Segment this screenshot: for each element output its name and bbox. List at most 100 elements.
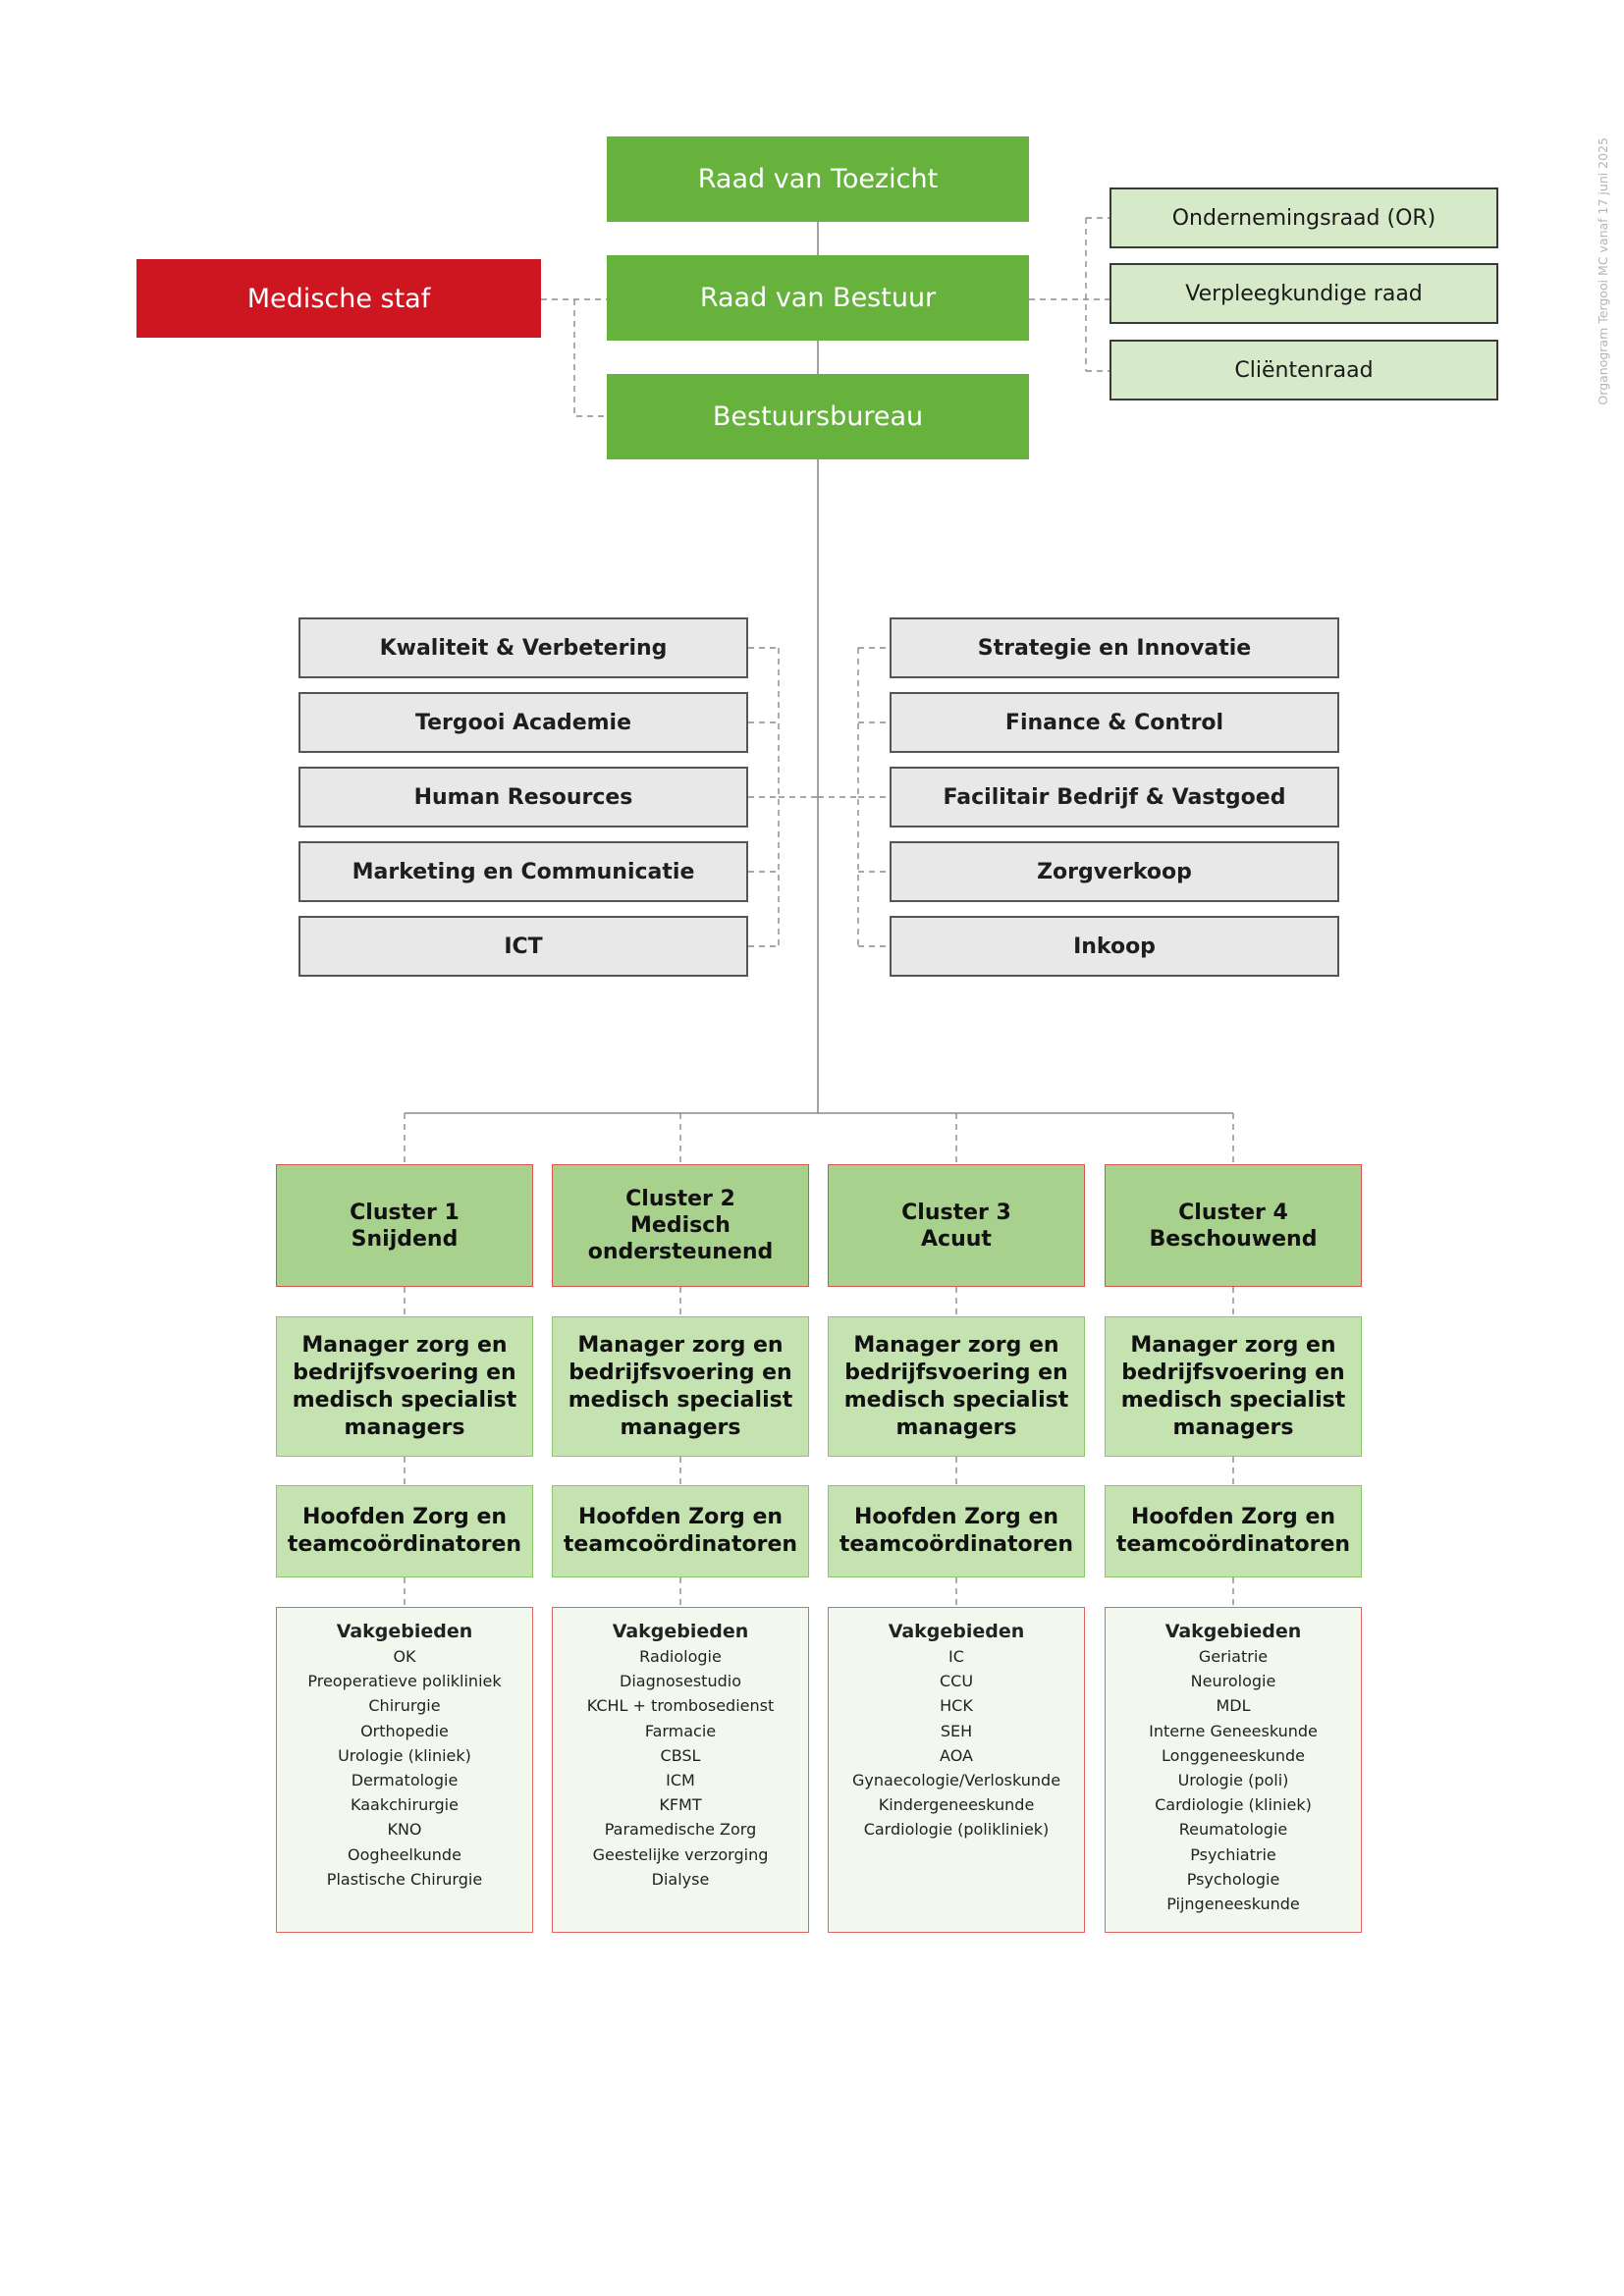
vakgebieden-title: Vakgebieden bbox=[612, 1621, 749, 1642]
staff-label: Inkoop bbox=[1073, 934, 1156, 959]
council-label: Verpleegkundige raad bbox=[1185, 281, 1423, 306]
vakgebied-item: Chirurgie bbox=[368, 1696, 441, 1716]
vakgebied-item: Reumatologie bbox=[1178, 1820, 1288, 1840]
hoofden-box: Hoofden Zorg en teamcoördinatoren bbox=[828, 1485, 1085, 1577]
hoofden-label: Hoofden Zorg en teamcoördinatoren bbox=[1115, 1505, 1351, 1557]
vakgebied-item: Geestelijke verzorging bbox=[592, 1844, 769, 1864]
vakgebied-item: Interne Geneeskunde bbox=[1149, 1721, 1318, 1740]
vakgebieden-title: Vakgebieden bbox=[888, 1621, 1025, 1642]
manager-box: Manager zorg en bedrijfsvoering en medis… bbox=[276, 1316, 533, 1457]
vakgebied-item: AOA bbox=[940, 1745, 973, 1765]
hoofden-box: Hoofden Zorg en teamcoördinatoren bbox=[1105, 1485, 1362, 1577]
bestuursbureau-label: Bestuursbureau bbox=[712, 401, 924, 432]
staff-label: Finance & Control bbox=[1004, 710, 1224, 735]
vakgebied-item: Gynaecologie/Verloskunde bbox=[851, 1771, 1061, 1790]
hoofden-label: Hoofden Zorg en teamcoördinatoren bbox=[287, 1505, 522, 1557]
vakgebied-item: ICM bbox=[666, 1771, 695, 1790]
staff-label: Strategie en Innovatie bbox=[977, 635, 1252, 661]
vakgebied-item: Oogheelkunde bbox=[348, 1844, 461, 1864]
vakgebied-item: Preoperatieve polikliniek bbox=[307, 1672, 502, 1691]
staff-label: Kwaliteit & Verbetering bbox=[379, 635, 668, 661]
vakgebied-item: Kaakchirurgie bbox=[351, 1795, 459, 1815]
raad-van-toezicht-label: Raad van Toezicht bbox=[697, 164, 939, 194]
raad-van-toezicht-box: Raad van Toezicht bbox=[607, 136, 1029, 222]
staff-label: Human Resources bbox=[413, 784, 633, 810]
medische-staf-label: Medische staf bbox=[246, 283, 431, 314]
vakgebied-item: CBSL bbox=[660, 1745, 701, 1765]
staff-box-left: ICT bbox=[298, 916, 748, 977]
bestuursbureau-box: Bestuursbureau bbox=[607, 374, 1029, 459]
vakgebied-item: OK bbox=[393, 1647, 416, 1666]
vakgebied-item: Urologie (poli) bbox=[1177, 1771, 1289, 1790]
vakgebied-item: Dialyse bbox=[651, 1869, 710, 1889]
staff-label: Zorgverkoop bbox=[1037, 859, 1192, 884]
staff-box-left: Tergooi Academie bbox=[298, 692, 748, 753]
vakgebied-item: KCHL + trombosedienst bbox=[586, 1696, 775, 1716]
vakgebied-item: Farmacie bbox=[644, 1721, 717, 1740]
vakgebied-item: Neurologie bbox=[1190, 1672, 1276, 1691]
vakgebied-item: KFMT bbox=[659, 1795, 702, 1815]
vakgebieden-box: Vakgebieden Geriatrie Neurologie MDL Int… bbox=[1105, 1607, 1362, 1933]
cluster-header: Cluster 2 Medisch ondersteunend bbox=[552, 1164, 809, 1287]
staff-label: Marketing en Communicatie bbox=[352, 859, 695, 884]
vakgebieden-box: Vakgebieden OK Preoperatieve polikliniek… bbox=[276, 1607, 533, 1933]
cluster-header: Cluster 3 Acuut bbox=[828, 1164, 1085, 1287]
staff-box-right: Zorgverkoop bbox=[890, 841, 1339, 902]
hoofden-box: Hoofden Zorg en teamcoördinatoren bbox=[276, 1485, 533, 1577]
vakgebied-item: Dermatologie bbox=[351, 1771, 459, 1790]
cluster-header: Cluster 1 Snijdend bbox=[276, 1164, 533, 1287]
cluster-name: Cluster 2 Medisch ondersteunend bbox=[587, 1187, 774, 1264]
cluster-name: Cluster 4 Beschouwend bbox=[1149, 1200, 1318, 1252]
hoofden-label: Hoofden Zorg en teamcoördinatoren bbox=[563, 1505, 798, 1557]
raad-van-bestuur-box: Raad van Bestuur bbox=[607, 255, 1029, 341]
staff-label: ICT bbox=[504, 934, 543, 959]
manager-box: Manager zorg en bedrijfsvoering en medis… bbox=[552, 1316, 809, 1457]
hoofden-label: Hoofden Zorg en teamcoördinatoren bbox=[839, 1505, 1074, 1557]
manager-label: Manager zorg en bedrijfsvoering en medis… bbox=[292, 1332, 517, 1440]
council-box-clientenraad: Cliëntenraad bbox=[1110, 340, 1498, 400]
vakgebied-item: Longgeneeskunde bbox=[1162, 1745, 1305, 1765]
staff-box-right: Finance & Control bbox=[890, 692, 1339, 753]
medische-staf-box: Medische staf bbox=[136, 259, 541, 338]
vakgebieden-list: Radiologie Diagnosestudio KCHL + trombos… bbox=[587, 1644, 775, 1892]
council-box-verpleegkundige: Verpleegkundige raad bbox=[1110, 263, 1498, 324]
vakgebieden-box: Vakgebieden Radiologie Diagnosestudio KC… bbox=[552, 1607, 809, 1933]
vakgebied-item: Pijngeneeskunde bbox=[1166, 1895, 1300, 1914]
vakgebied-item: Cardiologie (polikliniek) bbox=[863, 1820, 1050, 1840]
vakgebied-item: Kindergeneeskunde bbox=[878, 1795, 1035, 1815]
manager-label: Manager zorg en bedrijfsvoering en medis… bbox=[843, 1332, 1069, 1440]
vakgebied-item: Orthopedie bbox=[360, 1721, 449, 1740]
vakgebied-item: CCU bbox=[939, 1672, 974, 1691]
staff-label: Tergooi Academie bbox=[415, 710, 631, 735]
manager-box: Manager zorg en bedrijfsvoering en medis… bbox=[828, 1316, 1085, 1457]
vakgebieden-list: Geriatrie Neurologie MDL Interne Geneesk… bbox=[1149, 1644, 1318, 1916]
staff-box-right: Strategie en Innovatie bbox=[890, 617, 1339, 678]
council-label: Ondernemingsraad (OR) bbox=[1171, 205, 1436, 231]
council-box-or: Ondernemingsraad (OR) bbox=[1110, 187, 1498, 248]
vakgebieden-box: Vakgebieden IC CCU HCK SEH AOA Gynaecolo… bbox=[828, 1607, 1085, 1933]
vakgebied-item: SEH bbox=[940, 1721, 973, 1740]
staff-box-right: Inkoop bbox=[890, 916, 1339, 977]
staff-box-left: Marketing en Communicatie bbox=[298, 841, 748, 902]
manager-box: Manager zorg en bedrijfsvoering en medis… bbox=[1105, 1316, 1362, 1457]
vakgebied-item: Cardiologie (kliniek) bbox=[1155, 1795, 1312, 1815]
staff-box-left: Human Resources bbox=[298, 767, 748, 828]
cluster-name: Cluster 1 Snijdend bbox=[350, 1200, 460, 1252]
vakgebied-item: Radiologie bbox=[639, 1647, 722, 1666]
vakgebied-item: Geriatrie bbox=[1198, 1647, 1269, 1666]
vakgebieden-title: Vakgebieden bbox=[336, 1621, 473, 1642]
hoofden-box: Hoofden Zorg en teamcoördinatoren bbox=[552, 1485, 809, 1577]
vakgebied-item: Psychiatrie bbox=[1190, 1844, 1276, 1864]
vakgebied-item: Plastische Chirurgie bbox=[326, 1869, 483, 1889]
raad-van-bestuur-label: Raad van Bestuur bbox=[699, 283, 937, 313]
vakgebied-item: IC bbox=[948, 1647, 964, 1666]
manager-label: Manager zorg en bedrijfsvoering en medis… bbox=[568, 1332, 793, 1440]
vakgebieden-title: Vakgebieden bbox=[1164, 1621, 1302, 1642]
vakgebied-item: Paramedische Zorg bbox=[604, 1820, 757, 1840]
vakgebied-item: HCK bbox=[940, 1696, 973, 1716]
cluster-header: Cluster 4 Beschouwend bbox=[1105, 1164, 1362, 1287]
staff-box-right: Facilitair Bedrijf & Vastgoed bbox=[890, 767, 1339, 828]
vakgebieden-list: OK Preoperatieve polikliniek Chirurgie O… bbox=[307, 1644, 501, 1892]
vakgebied-item: Urologie (kliniek) bbox=[338, 1745, 471, 1765]
